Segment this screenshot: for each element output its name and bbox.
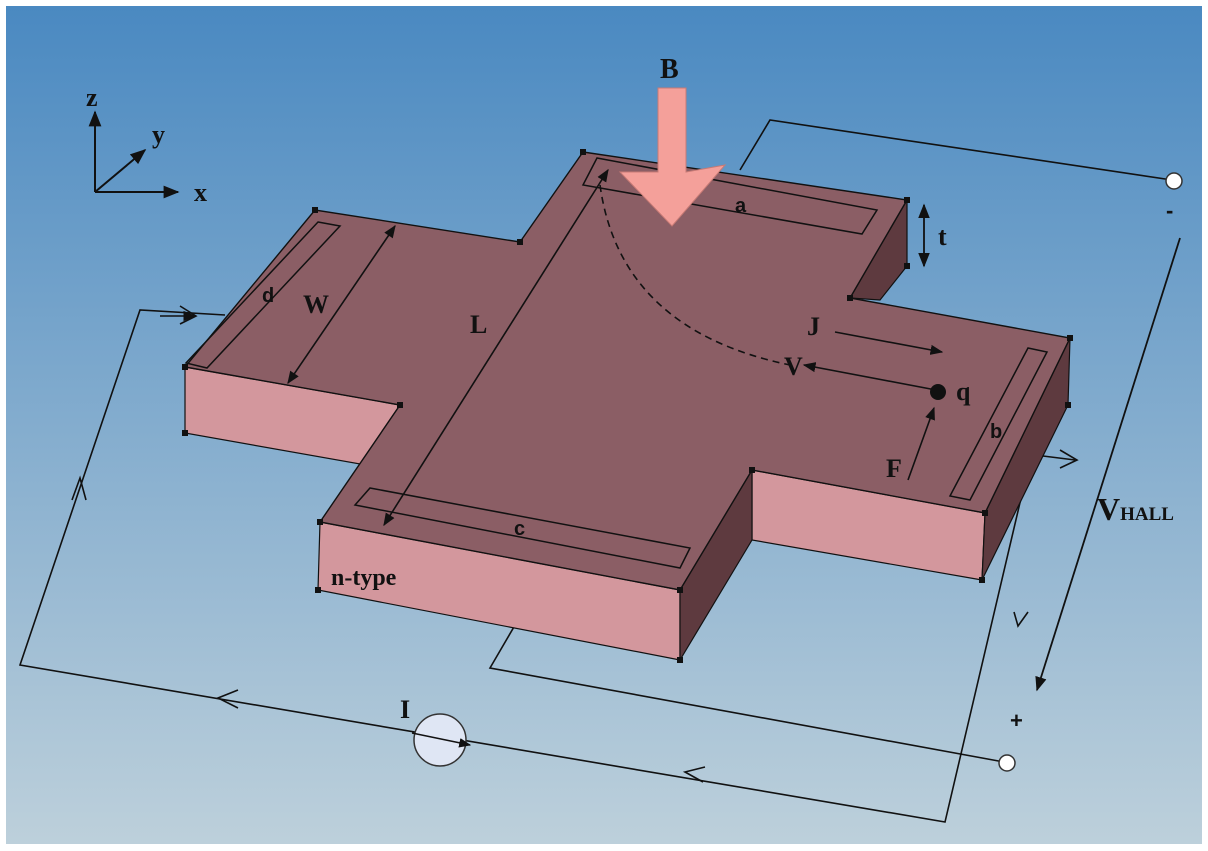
contact-d-label: d <box>262 285 274 307</box>
contact-d <box>184 221 342 369</box>
velocity-label: V <box>784 352 803 381</box>
material-label: n-type <box>331 565 397 591</box>
contact-b <box>948 347 1049 501</box>
width-label: W <box>303 290 329 319</box>
axes-icon: z y x <box>86 83 207 207</box>
electron-path <box>599 184 791 366</box>
thickness-label: t <box>938 222 947 251</box>
axis-y-label: y <box>152 120 165 149</box>
contact-b-label: b <box>990 421 1002 443</box>
contact-c <box>353 487 692 569</box>
minus-terminal <box>1165 172 1183 190</box>
minus-label: - <box>1166 198 1173 223</box>
current-circuit <box>18 305 1079 823</box>
contact-a-label: a <box>735 195 747 217</box>
force-label: F <box>886 454 902 483</box>
current-density-arrow <box>834 331 944 355</box>
length-label: L <box>470 310 487 339</box>
hall-voltage-label: VHALL <box>1097 491 1174 527</box>
magnetic-field-arrow <box>618 87 727 227</box>
length-arrow <box>383 168 609 527</box>
current-source: I <box>400 695 472 767</box>
hall-voltage-circuit: - + VHALL <box>488 119 1183 772</box>
plus-terminal <box>998 754 1016 772</box>
plus-label: + <box>1010 708 1023 733</box>
force-arrow <box>907 406 935 481</box>
contact-c-label: c <box>514 518 525 540</box>
velocity-arrow <box>802 362 937 391</box>
axis-x-label: x <box>194 178 207 207</box>
current-density-label: J <box>807 312 820 341</box>
current-label: I <box>400 695 410 724</box>
magnetic-field-label: B <box>660 54 679 85</box>
charge-label: q <box>956 377 971 406</box>
axis-z-label: z <box>86 83 98 112</box>
charge-dot <box>930 384 946 400</box>
width-arrow <box>287 224 396 385</box>
